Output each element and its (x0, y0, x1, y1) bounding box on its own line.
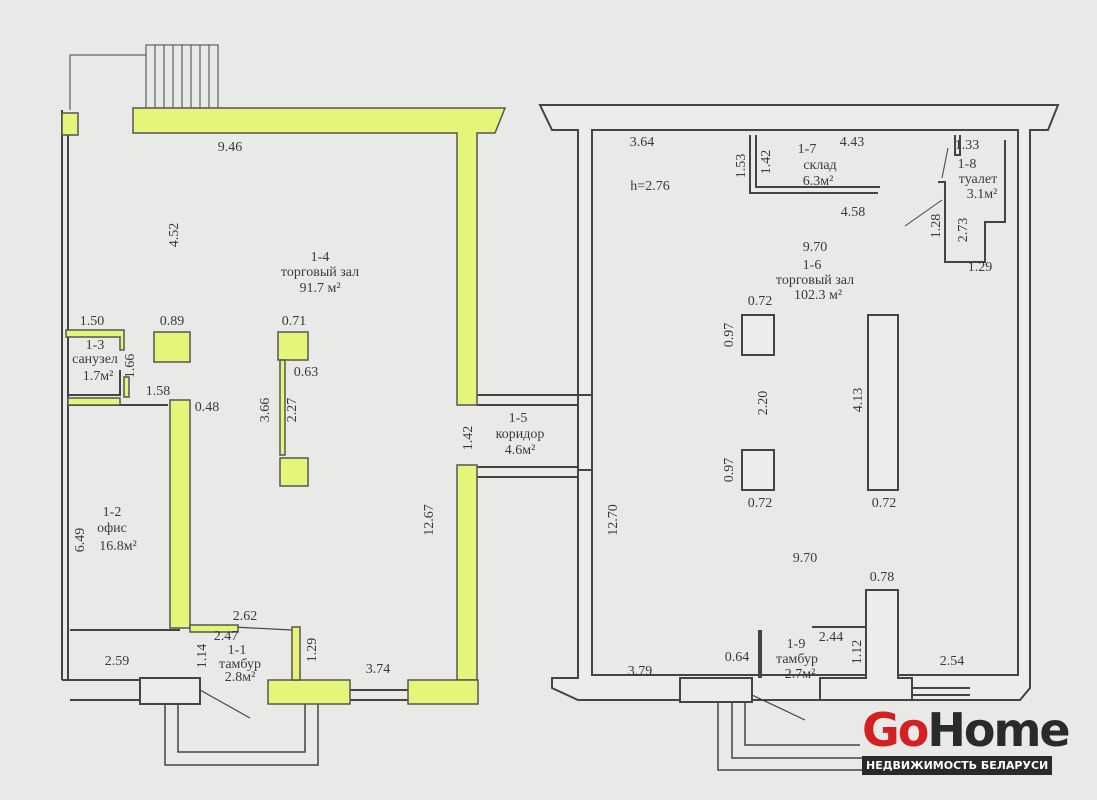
room-1-1-area: 2.8м² (224, 670, 256, 685)
dim-label: 2.62 (232, 609, 258, 624)
dim-label: 0.72 (871, 496, 897, 511)
dim-label: 0.97 (722, 322, 737, 348)
dim-label: 9.70 (792, 551, 818, 566)
room-1-7-name: склад (803, 158, 837, 173)
dim-label: 2.73 (956, 217, 971, 243)
room-1-6-number: 1-6 (802, 258, 822, 273)
dim-label: 4.52 (167, 222, 182, 248)
room-1-7-area: 6.3м² (802, 174, 834, 189)
room-1-3-area: 1.7м² (82, 369, 114, 384)
dim-label: 1.12 (850, 639, 865, 665)
dim-label: 2.47 (213, 629, 239, 644)
room-1-8-number: 1-8 (957, 157, 977, 172)
dim-label: 2.54 (939, 654, 965, 669)
dim-label: 1.53 (734, 153, 749, 179)
room-1-4-name: торговый зал (280, 265, 360, 280)
room-1-7-number: 1-7 (797, 142, 817, 157)
dim-label: 2.59 (104, 654, 130, 669)
dim-label: 2.44 (818, 630, 844, 645)
dim-label: 0.72 (747, 294, 773, 309)
dim-label: 9.46 (217, 140, 243, 155)
logo-go: Go (862, 703, 929, 757)
dim-label: 0.71 (281, 314, 307, 329)
dim-label: 0.72 (747, 496, 773, 511)
dim-label: 4.13 (851, 387, 866, 413)
dim-label: 0.48 (194, 400, 220, 415)
dim-label: 6.49 (73, 527, 88, 553)
room-1-8-name: туалет (958, 172, 998, 187)
corridor-area: 4.6м² (504, 443, 536, 458)
dim-label: 4.58 (840, 205, 866, 220)
room-1-6-name: торговый зал (775, 273, 855, 288)
logo-tagline: НЕДВИЖИМОСТЬ БЕЛАРУСИ (862, 756, 1052, 775)
room-1-8-area: 3.1м² (966, 187, 998, 202)
corridor-name: коридор (495, 427, 545, 442)
dim-label: 9.70 (802, 240, 828, 255)
dim-label: 1.29 (967, 260, 993, 275)
room-1-4-number: 1-4 (310, 250, 330, 265)
dim-label: 2.20 (756, 390, 771, 416)
room-1-3-number: 1-3 (85, 338, 105, 353)
room-1-3-name: санузел (72, 352, 118, 367)
dim-label: 1.28 (929, 213, 944, 239)
logo-home: Home (927, 703, 1070, 757)
ceiling-height: h=2.76 (630, 179, 670, 194)
dim-label: 1.66 (123, 353, 138, 379)
dim-label: 0.97 (722, 457, 737, 483)
dim-label: 0.63 (293, 365, 319, 380)
corridor-dim: 1.42 (461, 425, 476, 451)
dim-label: 1.50 (79, 314, 105, 329)
dim-label: 1.14 (195, 643, 210, 669)
highlighted-walls (61, 107, 507, 705)
corridor-number: 1-5 (508, 411, 528, 426)
room-1-9-number: 1-9 (786, 637, 806, 652)
dim-label: 1.42 (759, 149, 774, 175)
room-1-1-name: тамбур (219, 657, 261, 672)
room-1-2-number: 1-2 (102, 505, 122, 520)
dim-label: 0.64 (724, 650, 750, 665)
dim-label: 3.74 (365, 662, 391, 677)
dim-label: 12.67 (422, 504, 437, 536)
dim-label: 12.70 (606, 504, 621, 536)
dim-label: 3.79 (627, 664, 653, 679)
dim-label: 1.58 (145, 384, 171, 399)
dim-label: 0.78 (869, 570, 895, 585)
room-1-9-area: 2.7м² (784, 667, 816, 682)
room-1-1-number: 1-1 (227, 643, 247, 658)
dim-label: 3.66 (258, 397, 273, 423)
room-1-6-area: 102.3 м² (793, 288, 843, 303)
dim-label: 0.89 (159, 314, 185, 329)
stairs (69, 44, 219, 110)
room-1-9-name: тамбур (776, 652, 818, 667)
room-1-4-area: 91.7 м² (299, 281, 341, 296)
room-1-2-area: 16.8м² (99, 539, 137, 554)
dim-label: 1.33 (954, 138, 980, 153)
gohome-logo: GoHome НЕДВИЖИМОСТЬ БЕЛАРУСИ (862, 703, 1071, 775)
dim-label: 3.64 (629, 135, 655, 150)
dim-label: 2.27 (285, 397, 300, 423)
dim-label: 1.29 (305, 637, 320, 663)
room-1-2-name: офис (97, 521, 127, 536)
dim-label: 4.43 (839, 135, 865, 150)
